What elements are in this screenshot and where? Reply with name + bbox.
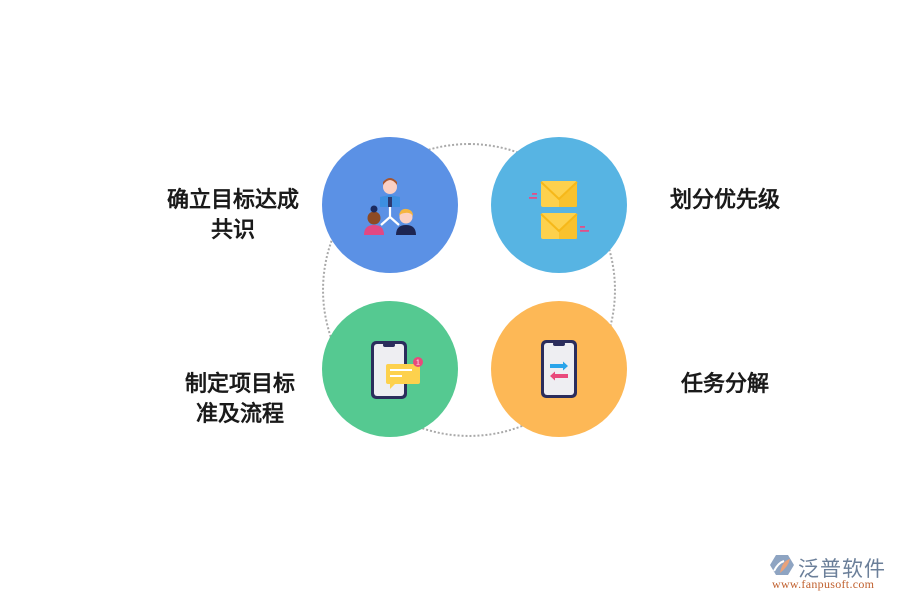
- phone-transfer-icon: [541, 340, 577, 398]
- brand-name: 泛普软件: [798, 557, 886, 581]
- brand-url: www.fanpusoft.com: [772, 577, 875, 591]
- label-standards-process-line2: 准及流程: [195, 402, 284, 427]
- label-task-breakdown: 任务分解: [660, 370, 790, 400]
- brand-logo: 泛普软件 www.fanpusoft.com: [768, 553, 898, 595]
- label-priority: 划分优先级: [650, 186, 800, 216]
- node-priority: [491, 137, 627, 273]
- dotted-cycle-ring: [322, 143, 616, 437]
- team-hierarchy-icon: [364, 178, 416, 235]
- label-standards-process: 制定项目标 准及流程: [165, 370, 315, 430]
- label-priority-line1: 划分优先级: [669, 188, 780, 213]
- node-goal-consensus: [322, 137, 458, 273]
- node-task-breakdown: [491, 301, 627, 437]
- label-task-breakdown-line1: 任务分解: [680, 372, 769, 397]
- brand-logo-icon: [770, 555, 794, 575]
- node-standards-process: 1: [322, 301, 458, 437]
- label-goal-consensus-line2: 共识: [210, 218, 255, 243]
- envelopes-icon: [529, 181, 589, 239]
- label-standards-process-line1: 制定项目标: [184, 372, 295, 397]
- phone-notification-icon: 1: [371, 341, 423, 399]
- notification-badge: 1: [416, 360, 420, 367]
- label-goal-consensus-line1: 确立目标达成: [166, 188, 299, 213]
- label-goal-consensus: 确立目标达成 共识: [148, 186, 318, 246]
